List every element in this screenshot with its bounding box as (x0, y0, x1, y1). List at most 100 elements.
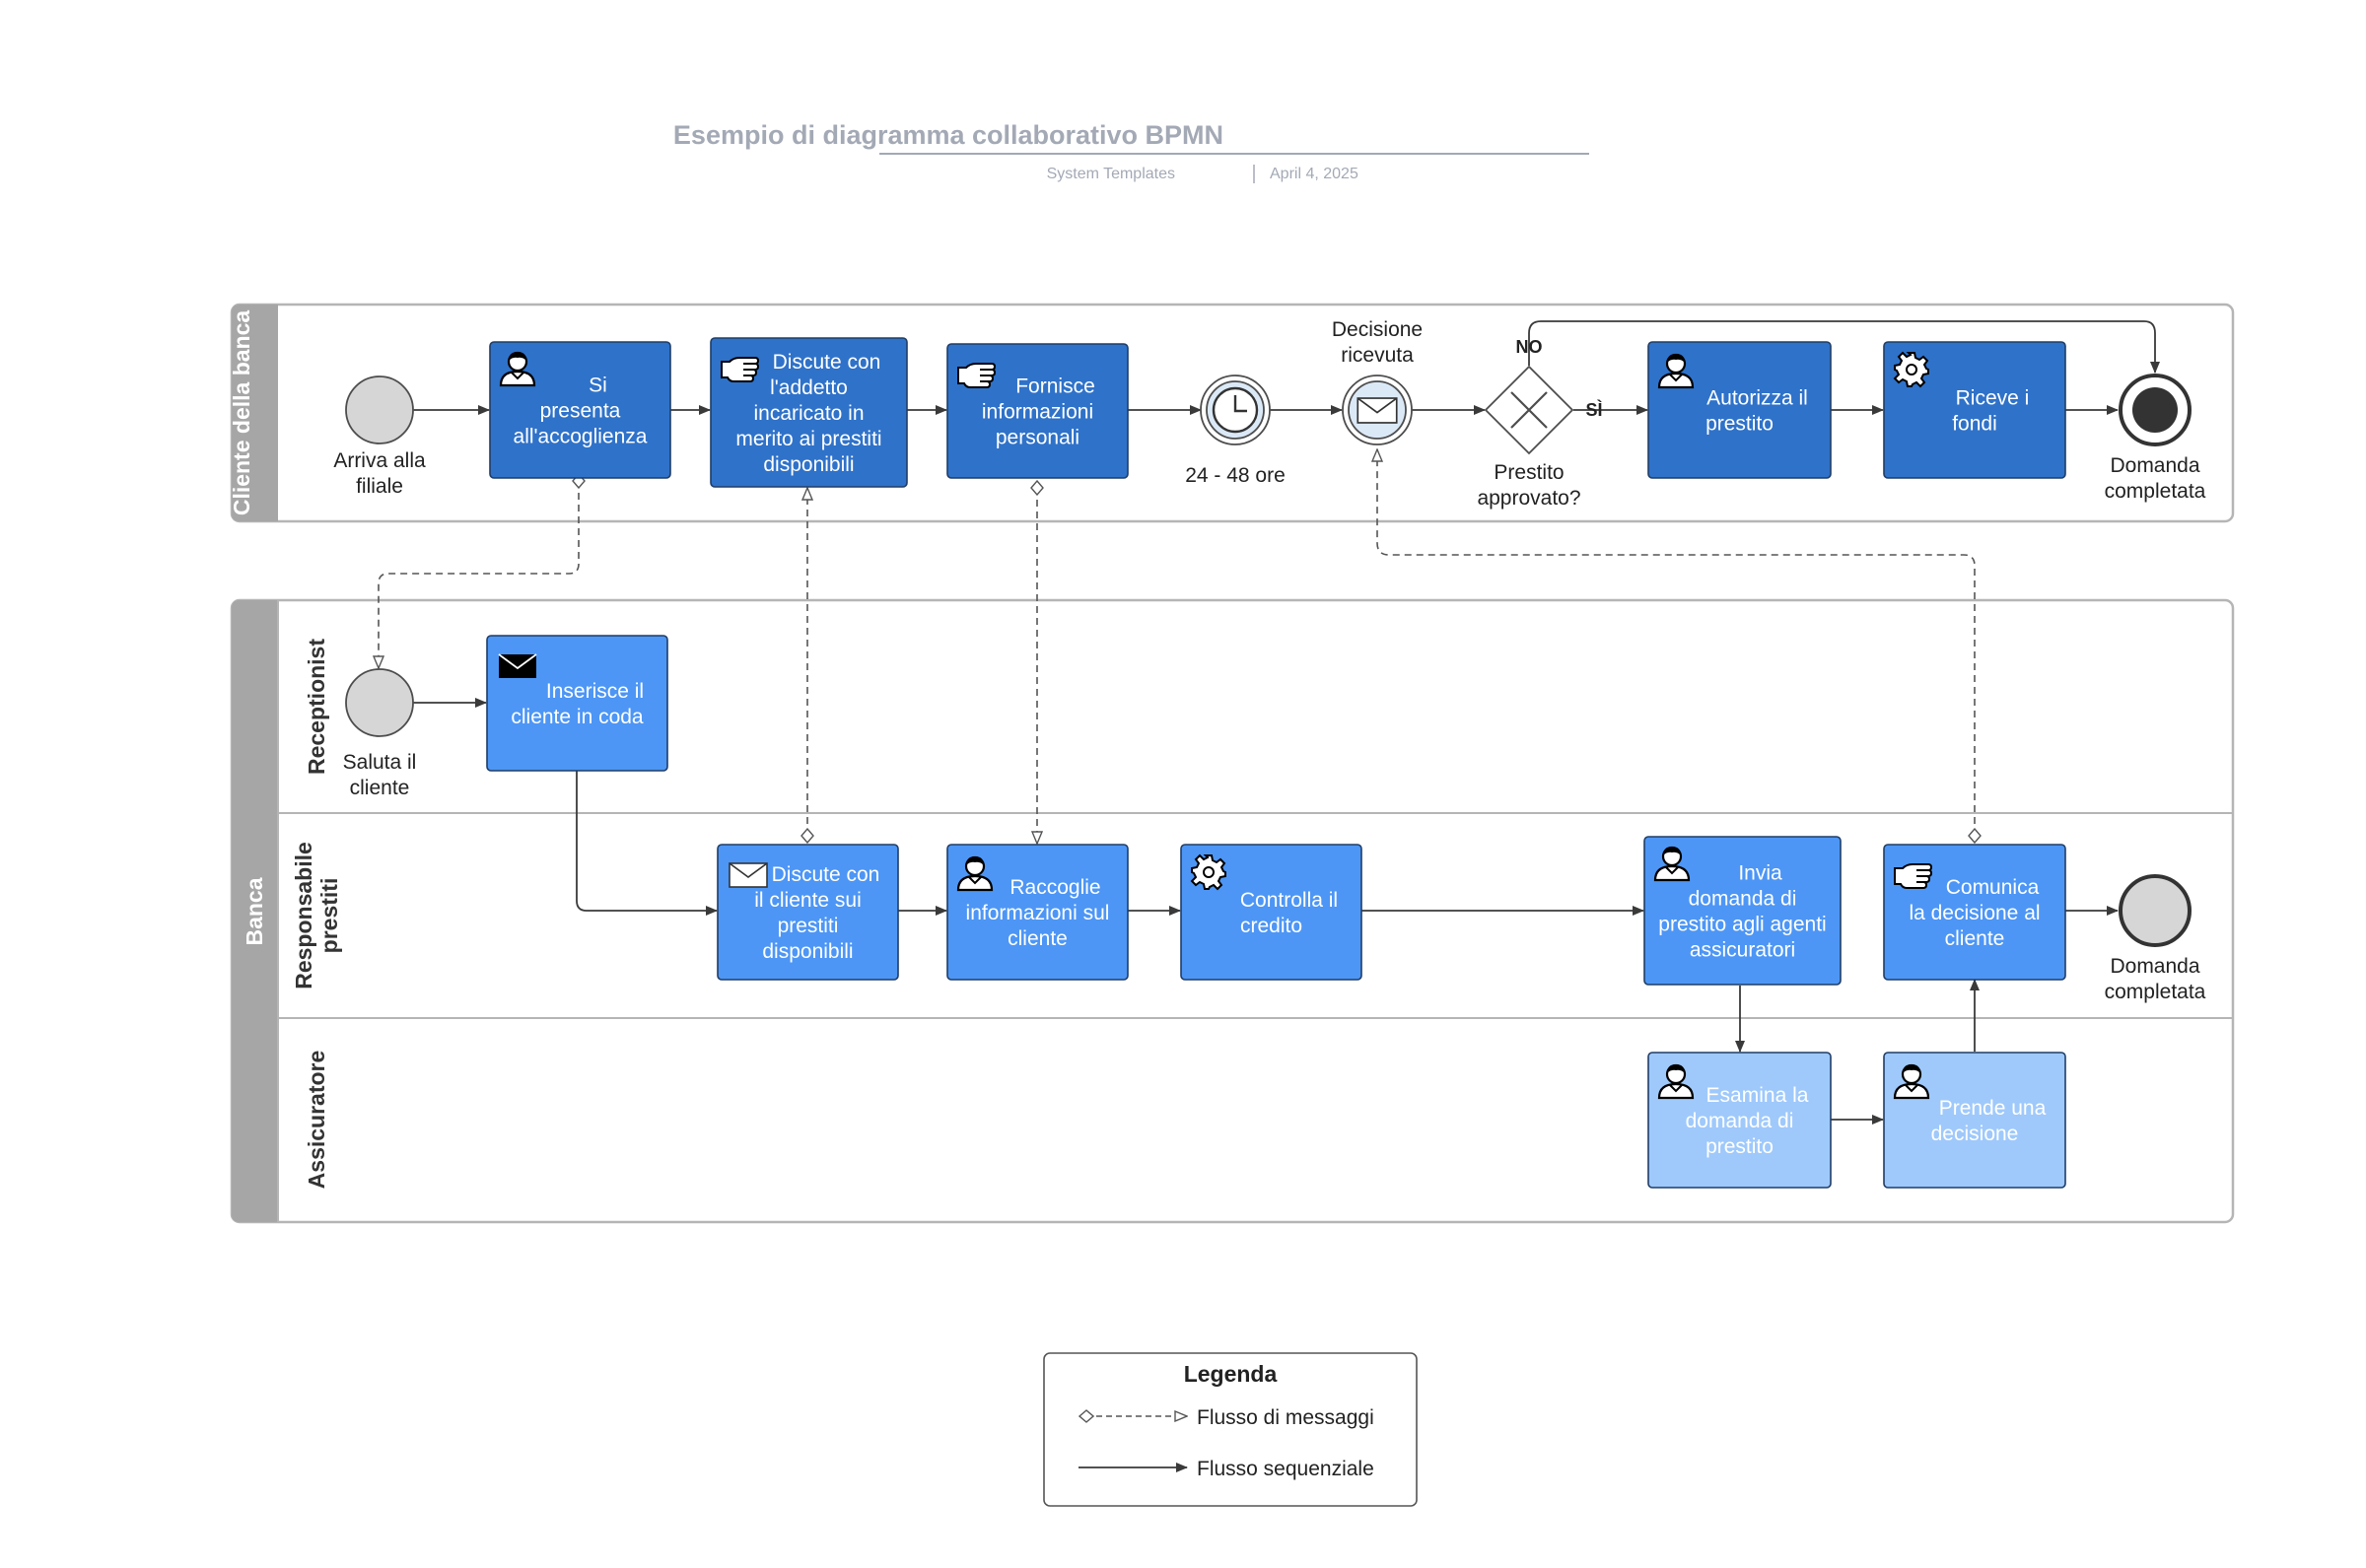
task-label-line: all'accoglienza (514, 426, 648, 448)
event-label: ricevuta (1341, 344, 1414, 367)
task-label-line: domanda di (1686, 1110, 1794, 1132)
task-box[interactable] (1883, 341, 2066, 479)
hand-icon (1893, 862, 1933, 890)
task-label-line: cliente (1008, 927, 1068, 950)
timer-event[interactable] (1200, 375, 1271, 445)
exclusive-gateway[interactable] (1484, 365, 1574, 455)
task-label-line: disponibili (763, 453, 854, 476)
task-label-line: prestito (1705, 1135, 1774, 1158)
end-event-customer[interactable] (2119, 374, 2192, 446)
event-label: 24 - 48 ore (1185, 464, 1286, 487)
task-label: Controlla il credito (1240, 889, 1338, 937)
gateway-yes-label: SÌ (1585, 399, 1602, 420)
task-label-line: prestito (1705, 413, 1774, 436)
task-box[interactable] (710, 337, 908, 488)
event-label: filiale (356, 475, 403, 498)
task-label-line: merito ai prestiti (735, 428, 881, 450)
gateway-label: approvato? (1477, 487, 1580, 510)
pool-bank-band (232, 600, 278, 1222)
sequence-flow (576, 771, 718, 916)
sequence-flow-no (1528, 320, 2160, 374)
gear-icon (1894, 352, 1929, 387)
task-label-line: Riceve i (1956, 387, 2030, 410)
message-event-decision[interactable] (1342, 375, 1413, 445)
task-label-line: Controlla il (1240, 889, 1338, 912)
task-label: Riceve i fondi (1952, 387, 2029, 436)
task-label-line: cliente (1945, 927, 2005, 950)
task-t5[interactable]: Riceve i fondi (1883, 341, 2066, 479)
legend-title: Legenda (1184, 1361, 1278, 1387)
event-label: Saluta il (343, 751, 417, 774)
message-flow (379, 481, 579, 668)
legend-sequence-flow-label: Flusso sequenziale (1197, 1458, 1374, 1480)
gear-icon (1191, 854, 1226, 890)
task-t9[interactable]: Controlla il credito (1180, 844, 1362, 981)
header-source: System Templates (1047, 166, 1175, 182)
task-box[interactable] (1180, 844, 1362, 981)
hand-icon (720, 356, 760, 383)
task-box[interactable] (1883, 1052, 2066, 1189)
legend: Legenda Flusso di messaggi Flusso sequen… (1043, 1352, 1418, 1507)
task-label-line: prestito agli agenti (1658, 914, 1826, 936)
svg-text:24 - 48 ore: 24 - 48 ore (1185, 464, 1286, 487)
task-t12[interactable]: Esamina la domanda di prestito (1647, 1052, 1832, 1189)
task-box[interactable] (489, 341, 671, 479)
event-label: completata (2105, 480, 2206, 503)
task-label-line: la decisione al (1909, 902, 2040, 924)
task-label-line: l'addetto (770, 376, 848, 399)
task-box[interactable] (1647, 341, 1832, 479)
task-label: Esamina la domanda di prestito (1686, 1084, 1809, 1158)
start-event-arrive[interactable] (345, 375, 414, 444)
task-box[interactable] (1647, 1052, 1832, 1189)
task-label-line: Autorizza il (1706, 387, 1808, 410)
lane-loan-officer-label-line1: Responsabile (291, 842, 316, 989)
pool-customer-label: Cliente della banca (229, 310, 254, 516)
page-header: Esempio di diagramma collaborativo BPMN … (673, 120, 1589, 183)
task-box[interactable] (1643, 836, 1842, 986)
gateway-no-label: NO (1516, 337, 1543, 357)
message-flow (1377, 449, 1975, 836)
end-event-bank[interactable] (2119, 874, 2192, 947)
event-label: Domanda (2110, 454, 2199, 477)
task-box[interactable] (946, 844, 1129, 981)
task-label-line: Esamina la (1706, 1084, 1809, 1107)
task-t4[interactable]: Autorizza il prestito (1647, 341, 1832, 479)
task-label-line: Raccoglie (1009, 876, 1100, 899)
task-label-line: presenta (540, 400, 621, 423)
envelope-icon (729, 862, 768, 888)
page-title: Esempio di diagramma collaborativo BPMN (673, 120, 1223, 150)
task-label-line: credito (1240, 915, 1302, 937)
task-label-line: Discute con (772, 863, 880, 886)
header-date: April 4, 2025 (1270, 166, 1358, 182)
lane-receptionist-label: Receptionist (304, 639, 329, 775)
task-label-line: Fornisce (1015, 375, 1095, 398)
event-label: cliente (350, 777, 410, 799)
task-label-line: fondi (1952, 413, 1997, 436)
task-label-line: domanda di (1689, 888, 1797, 911)
gateway-label: Prestito (1494, 461, 1564, 484)
event-label: Domanda (2110, 955, 2199, 978)
start-event-greet[interactable] (345, 668, 414, 737)
legend-message-flow-label: Flusso di messaggi (1197, 1406, 1374, 1429)
